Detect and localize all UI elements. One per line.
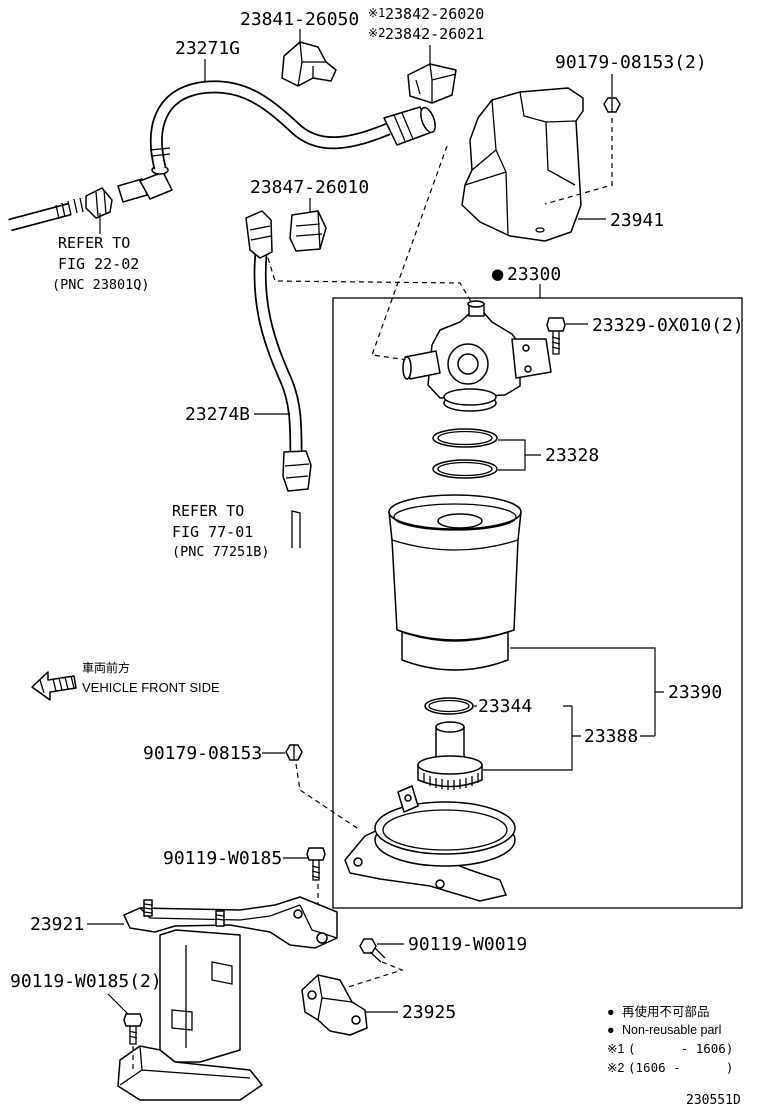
filter-assembly-23300-box: [332, 297, 743, 909]
callout-23842-26020: 23842-26020: [385, 5, 484, 23]
callout-90179-08153: 90179-08153: [143, 743, 262, 764]
direction-label-en: VEHICLE FRONT SIDE: [82, 680, 220, 695]
figure-code: 230551D: [686, 1093, 741, 1108]
nut-90179-08153-cover: [603, 97, 621, 113]
filter-bracket-band: [344, 785, 516, 902]
ref-fig-22-02-line2: FIG 22-02: [58, 255, 139, 273]
callout-23941: 23941: [610, 210, 664, 231]
ref-fig-77-01-line3: (PNC 77251B): [172, 544, 270, 560]
callout-23300-mark: ●: [491, 265, 504, 283]
callout-23344: 23344: [478, 696, 532, 717]
callout-23841-26050: 23841-26050: [240, 9, 359, 30]
legend-non-reusable-en: Non-reusable parl: [622, 1023, 721, 1037]
lower-bracket-23921: [117, 896, 338, 1101]
clip-23847-26010: [289, 210, 327, 252]
legend-non-reusable-mark-en: ●: [607, 1023, 615, 1037]
callout-23842-26021: 23842-26021: [385, 25, 484, 43]
legend-non-reusable-mark: ●: [607, 1005, 615, 1019]
ref-fig-22-02-line3: (PNC 23801Q): [52, 277, 150, 293]
callout-23271g: 23271G: [175, 38, 240, 59]
callout-23388: 23388: [584, 726, 638, 747]
assembly-line-pipe-to-head: [267, 257, 477, 311]
callout-23842-26020-mark: ※1: [368, 6, 386, 20]
callout-23274b: 23274B: [185, 404, 250, 425]
bolts-90119-w0185-x2: [123, 1013, 143, 1045]
clip-23841-26050: [281, 41, 337, 87]
o-rings-23328: [432, 428, 498, 479]
leader-90119-w0185-x2: [107, 993, 129, 1015]
bolt-90119-w0019: [359, 938, 386, 963]
callout-90179-08153-x2: 90179-08153(2): [555, 52, 707, 73]
legend-note2-mark: ※2: [607, 1061, 624, 1075]
callout-90119-w0185-x2: 90119-W0185(2): [10, 971, 162, 992]
legend-note1-range: ( - 1606): [628, 1041, 733, 1056]
ref-fig-77-01-line2: FIG 77-01: [172, 523, 253, 541]
callout-23329-0x010-x2: 23329-0X010(2): [592, 315, 744, 336]
leader-23328: [498, 439, 541, 471]
drain-plug-23388: [417, 721, 483, 790]
legend: ● 再使用不可部品 ● Non-reusable parl ※1 ( - 160…: [607, 1004, 733, 1075]
callout-23847-26010: 23847-26010: [250, 177, 369, 198]
bolt-90119-w0185: [306, 847, 326, 881]
callout-23390: 23390: [668, 682, 722, 703]
filter-head: [402, 300, 552, 412]
direction-label-jp: 車両前方: [82, 660, 130, 675]
callout-23300: 23300: [507, 264, 561, 285]
callout-90119-w0185: 90119-W0185: [163, 848, 282, 869]
callout-23925: 23925: [402, 1002, 456, 1023]
ref-fig-22-02-line1: REFER TO: [58, 234, 130, 252]
leader-23388: [483, 706, 581, 771]
ref-fig-77-01-line1: REFER TO: [172, 502, 244, 520]
bolt-23329-0x010: [546, 317, 566, 355]
fuel-pipe-ref-fig-22-02: [8, 165, 173, 232]
cover-23941: [461, 87, 584, 242]
hose-end-connector: [383, 106, 436, 146]
clip-23842: [407, 63, 457, 104]
assembly-line-nut-to-bracket: [295, 763, 361, 831]
assembly-line-bolt-to-clip: [344, 961, 404, 989]
leader-lines: [87, 29, 664, 1015]
hatched-arrow-left-icon: [31, 671, 77, 701]
assembly-line-cover-nut: [544, 118, 613, 205]
clip-23925: [301, 974, 368, 1036]
legend-non-reusable-jp: 再使用不可部品: [622, 1004, 710, 1019]
nut-90179-08153: [285, 744, 303, 761]
callout-23842-26021-mark: ※2: [368, 26, 386, 40]
callout-90119-w0019: 90119-W0019: [408, 934, 527, 955]
fuel-filter-element: [388, 494, 522, 671]
callout-23921: 23921: [30, 914, 84, 935]
pipe-ref-fig-77-01: [291, 510, 301, 548]
legend-note2-range: (1606 - ): [628, 1060, 733, 1075]
callout-23328: 23328: [545, 445, 599, 466]
legend-note1-mark: ※1: [607, 1042, 624, 1056]
assembly-line-hose-to-head: [371, 145, 448, 361]
leader-23390: [510, 647, 664, 737]
fuel-hose-23271g: [149, 80, 391, 170]
o-ring-23344: [424, 697, 474, 715]
fuel-pipe-23274b: [245, 210, 312, 492]
